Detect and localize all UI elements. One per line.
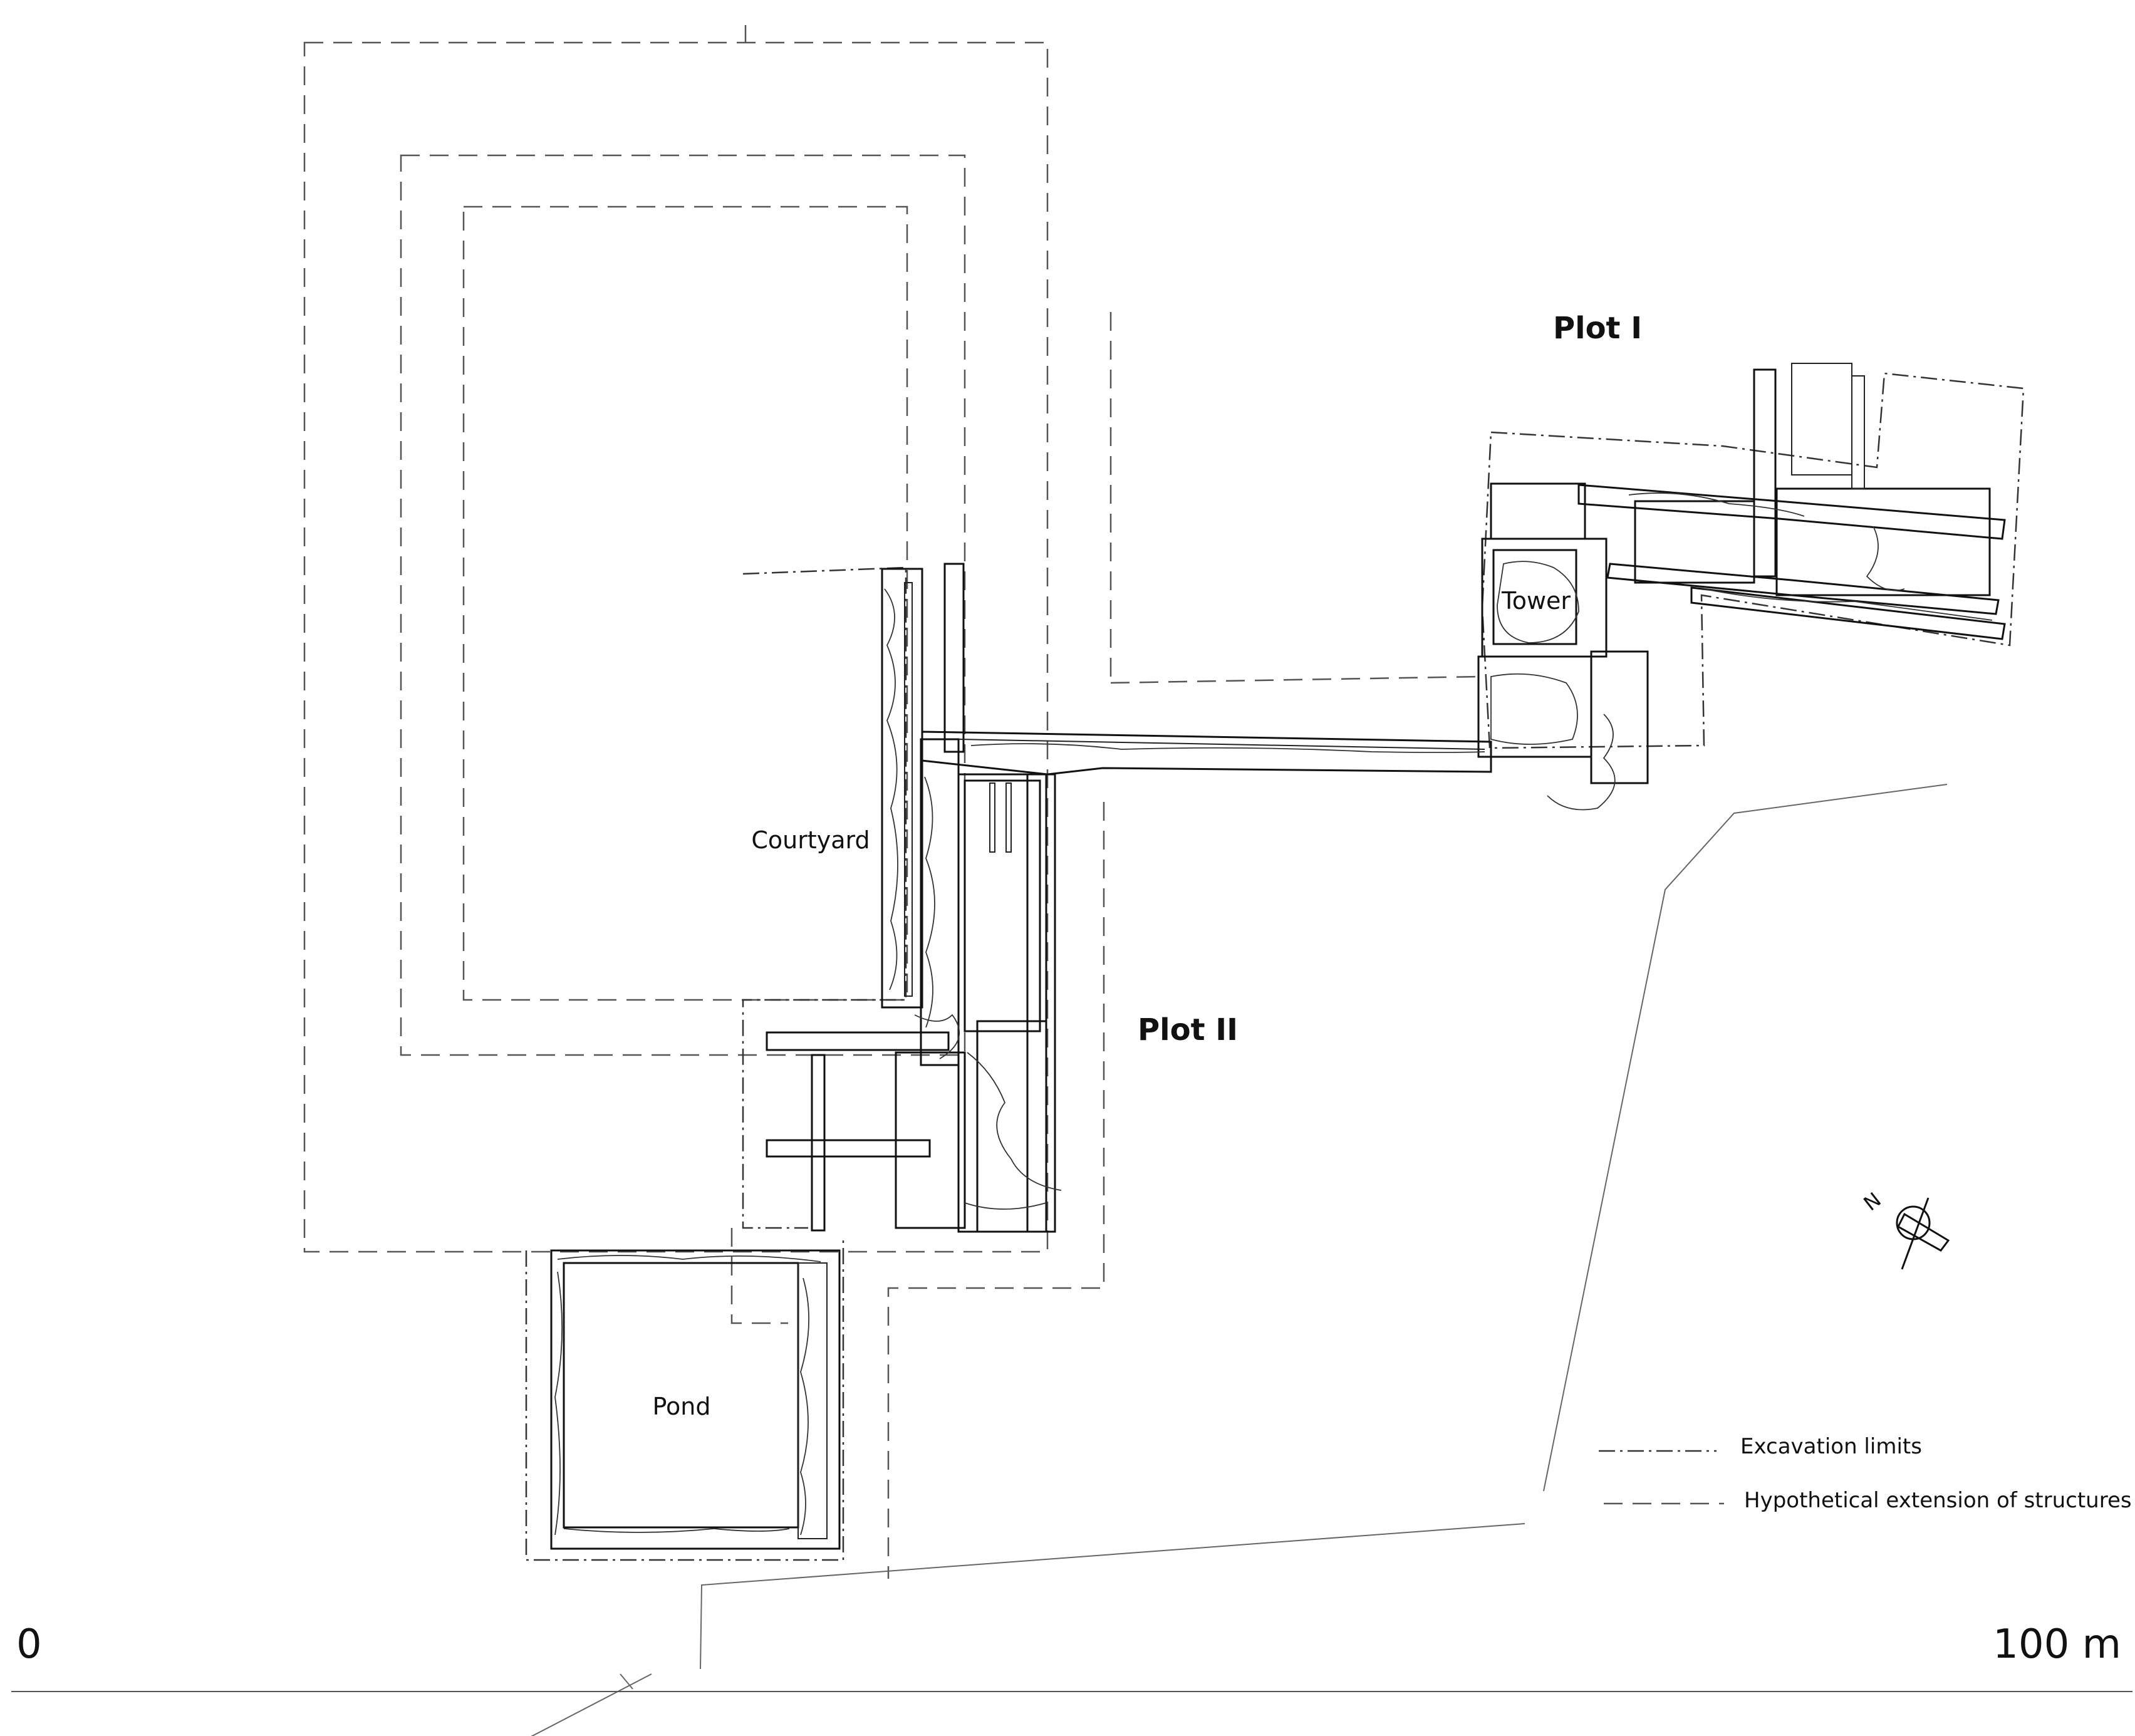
boundary-tick [620, 1673, 633, 1690]
boundary-line-southwest [531, 1673, 652, 1736]
hypothetical-middle-enclosure [400, 154, 966, 1056]
room-plot-1-west [1634, 500, 1755, 584]
wall-plot-1-north [1577, 484, 2006, 540]
hypothetical-wall-segment [1110, 675, 1479, 684]
plot-label-1: Plot I [1553, 311, 1642, 346]
area-label-pond: Pond [652, 1393, 710, 1420]
room-central-west-inner [964, 779, 1041, 1032]
pier [989, 782, 995, 853]
pier [1005, 782, 1012, 853]
room-south-annex [895, 1051, 966, 1229]
north-arrow-letter: N [1859, 1188, 1886, 1216]
room-central-south [976, 1020, 1047, 1233]
hypothetical-outer-enclosure [303, 41, 1049, 1253]
hypothetical-wall-segment [730, 1228, 788, 1324]
wall-long-corridor-inner [958, 739, 1485, 750]
scale-bar-end-label: 100 m [1993, 1621, 2121, 1668]
rubble-outline [1497, 561, 1579, 643]
pond-east-wall [797, 1262, 828, 1539]
excavation-limit-pond [525, 1240, 844, 1561]
rubble-outline [964, 1202, 1047, 1210]
modern-boundaries [531, 784, 1948, 1736]
wall-plot-1-south [1690, 586, 2006, 640]
wall-courtyard-east-inner [904, 582, 913, 997]
area-label-courtyard: Courtyard [751, 826, 870, 854]
tower-inner [1492, 549, 1577, 645]
rubble-outline [1628, 492, 1805, 517]
legend-label-excavation: Excavation limits [1740, 1434, 1922, 1459]
rubble-outline [967, 1052, 1062, 1191]
area-label-tower: Tower [1501, 587, 1571, 615]
rubble-outline [1703, 588, 1993, 621]
legend-label-hypothetical: Hypothetical extension of structures [1744, 1488, 2132, 1513]
wall-transverse-north [766, 1031, 950, 1051]
wall-plot-1-cross [1753, 368, 1777, 578]
rubble-outline [970, 743, 1485, 753]
north-arrow: N [1859, 1188, 1950, 1270]
scale-bar-start-label: 0 [16, 1621, 42, 1668]
north-arrow-pointer [1897, 1212, 1950, 1252]
rubble-outline [800, 1277, 809, 1536]
rubble-outline [924, 776, 935, 1028]
rubble-outline [914, 1014, 960, 1059]
room-south-of-tower [1477, 655, 1592, 758]
wall-plot-1-middle [1606, 563, 2000, 615]
wall-tower-annex [1590, 650, 1649, 784]
room-north-of-tower [1490, 482, 1586, 540]
boundary-line-east [1543, 784, 1948, 1492]
excavation-limit-plot-1 [1481, 372, 2025, 749]
room-central-west [957, 773, 1047, 1233]
walls [550, 363, 2006, 1550]
pond-enclosure-outer [550, 1249, 841, 1550]
wall-pier [811, 1054, 826, 1232]
hypothetical-wall-segment [887, 802, 1105, 1579]
wall-transverse-south [766, 1139, 931, 1158]
excavation-limits [525, 372, 2025, 1561]
wall-long-corridor [921, 730, 1492, 776]
wall-courtyard-east [881, 568, 923, 1009]
hypothetical-structures [303, 25, 1479, 1579]
scale-bar: 0 100 m [11, 1621, 2132, 1692]
hypothetical-inner-enclosure [462, 205, 908, 1001]
wall-plot-1-north-divider [1851, 375, 1865, 489]
rubble-outline [1490, 673, 1578, 745]
rubble-outline [563, 1528, 790, 1533]
rubble-fill [554, 492, 1993, 1536]
excavation-limit-courtyard [742, 566, 907, 1229]
wall-central-divider [1026, 773, 1056, 1233]
legend: Excavation limits Hypothetical extension… [1599, 1434, 2132, 1513]
room-plot-1-north [1791, 363, 1852, 476]
rubble-outline [557, 1255, 821, 1262]
rubble-outline [1547, 714, 1616, 811]
room-plot-1-east [1775, 487, 1991, 596]
plot-label-2: Plot II [1138, 1012, 1238, 1047]
wall-north-spur [943, 563, 965, 753]
boundary-line-south [700, 1523, 1525, 1670]
north-arrow-shaft [1901, 1197, 1930, 1270]
rubble-outline [1866, 526, 1905, 591]
rubble-outline [554, 1271, 563, 1536]
rubble-outline [884, 588, 898, 990]
